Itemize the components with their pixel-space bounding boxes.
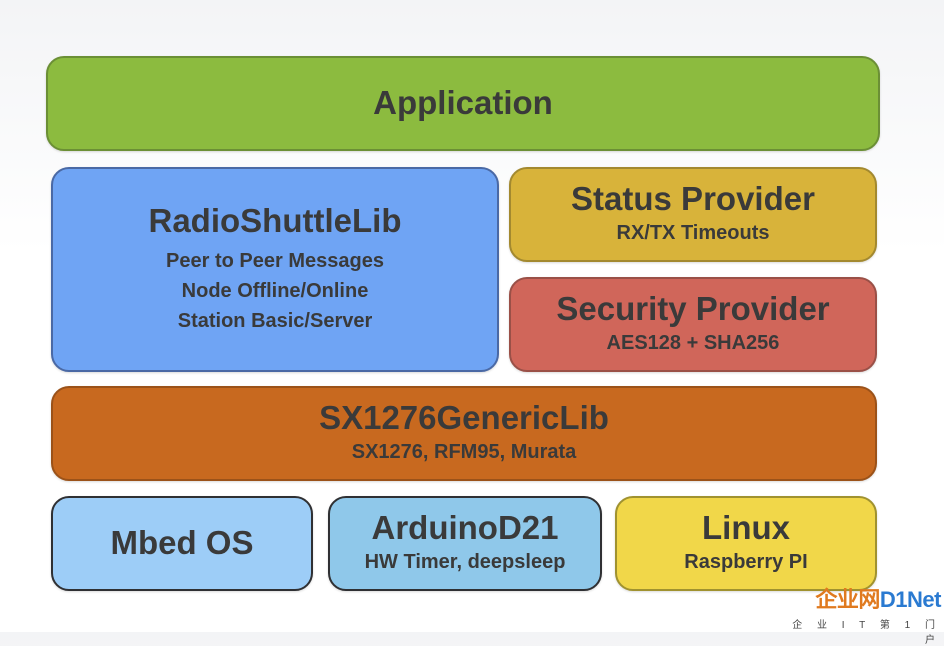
d1net-logo-en: D1Net xyxy=(879,587,942,612)
sx1276genericlib-title: SX1276GenericLib xyxy=(319,399,609,437)
linux-title: Linux xyxy=(702,509,790,547)
radioshuttlelib-title: RadioShuttleLib xyxy=(148,202,402,240)
radioshuttlelib-feature: Node Offline/Online xyxy=(181,279,369,302)
sx1276genericlib-subtitle: SX1276, RFM95, Murata xyxy=(351,440,577,463)
sx1276genericlib-layer: SX1276GenericLib SX1276, RFM95, Murata xyxy=(51,386,877,481)
linux-subtitle: Raspberry PI xyxy=(684,550,808,573)
d1net-watermark: 企业网D1Net 企 业 I T 第 1 门 户 xyxy=(781,588,941,646)
status-provider-subtitle: RX/TX Timeouts xyxy=(616,221,770,244)
status-provider-title: Status Provider xyxy=(571,180,815,218)
security-provider-subtitle: AES128 + SHA256 xyxy=(606,331,780,354)
mbed-os-title: Mbed OS xyxy=(110,524,254,562)
security-provider-title: Security Provider xyxy=(556,290,830,328)
linux-platform: Linux Raspberry PI xyxy=(615,496,877,591)
mbed-os-platform: Mbed OS xyxy=(51,496,313,591)
status-provider-layer: Status Provider RX/TX Timeouts xyxy=(509,167,877,262)
application-layer: Application xyxy=(46,56,880,151)
arduinod21-subtitle: HW Timer, deepsleep xyxy=(364,550,566,573)
application-title: Application xyxy=(373,84,553,122)
radioshuttlelib-layer: RadioShuttleLib Peer to Peer Messages No… xyxy=(51,167,499,372)
security-provider-layer: Security Provider AES128 + SHA256 xyxy=(509,277,877,372)
arduinod21-platform: ArduinoD21 HW Timer, deepsleep xyxy=(328,496,602,591)
d1net-tagline: 企 业 I T 第 1 门 户 xyxy=(792,620,941,646)
d1net-logo-cn: 企业网 xyxy=(815,587,880,612)
radioshuttlelib-feature: Peer to Peer Messages xyxy=(166,249,384,272)
arduinod21-title: ArduinoD21 xyxy=(371,509,559,547)
d1net-logo: 企业网D1Net xyxy=(781,588,941,612)
radioshuttlelib-feature: Station Basic/Server xyxy=(177,309,373,332)
